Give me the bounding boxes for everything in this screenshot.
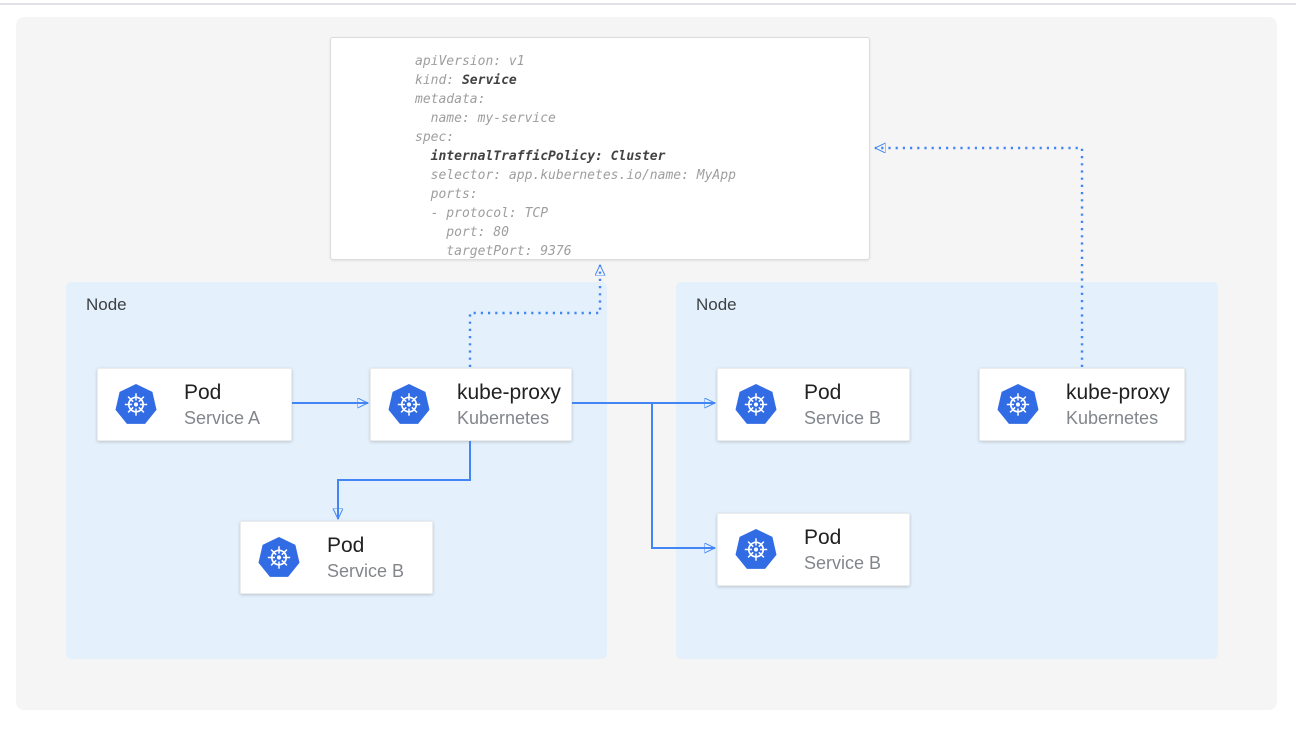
card-title: Pod [804,525,842,549]
card-title: Pod [327,533,365,557]
card-title: kube-proxy [1066,380,1170,404]
card-title: Pod [184,380,222,404]
card-subtitle: Service B [327,560,405,581]
node-label: Node [696,295,737,314]
kubernetes-icon [114,383,158,427]
node-box-right: Node Pod Service B Pod Service B kube-pr… [676,282,1218,659]
card-kube-proxy-left: kube-proxy Kubernetes [370,368,572,441]
kubernetes-icon [387,383,431,427]
card-pod-service-b-right-top: Pod Service B [717,368,910,441]
card-kube-proxy-right: kube-proxy Kubernetes [979,368,1185,441]
card-subtitle: Service A [184,407,261,428]
card-subtitle: Service B [804,552,882,573]
card-subtitle: Kubernetes [1066,407,1159,428]
kubernetes-icon [257,536,301,580]
kubernetes-icon [996,383,1040,427]
card-subtitle: Service B [804,407,882,428]
card-pod-service-a: Pod Service A [97,368,292,441]
card-pod-service-b-left: Pod Service B [240,521,433,594]
page-top-divider [0,3,1296,5]
card-title: kube-proxy [457,380,561,404]
kubernetes-icon [734,528,778,572]
card-title: Pod [804,380,842,404]
card-subtitle: Kubernetes [457,407,550,428]
kubernetes-icon [734,383,778,427]
node-label: Node [86,295,127,314]
node-box-left: Node Pod Service A kube-proxy Kubernetes… [66,282,607,659]
card-pod-service-b-right-bottom: Pod Service B [717,513,910,586]
